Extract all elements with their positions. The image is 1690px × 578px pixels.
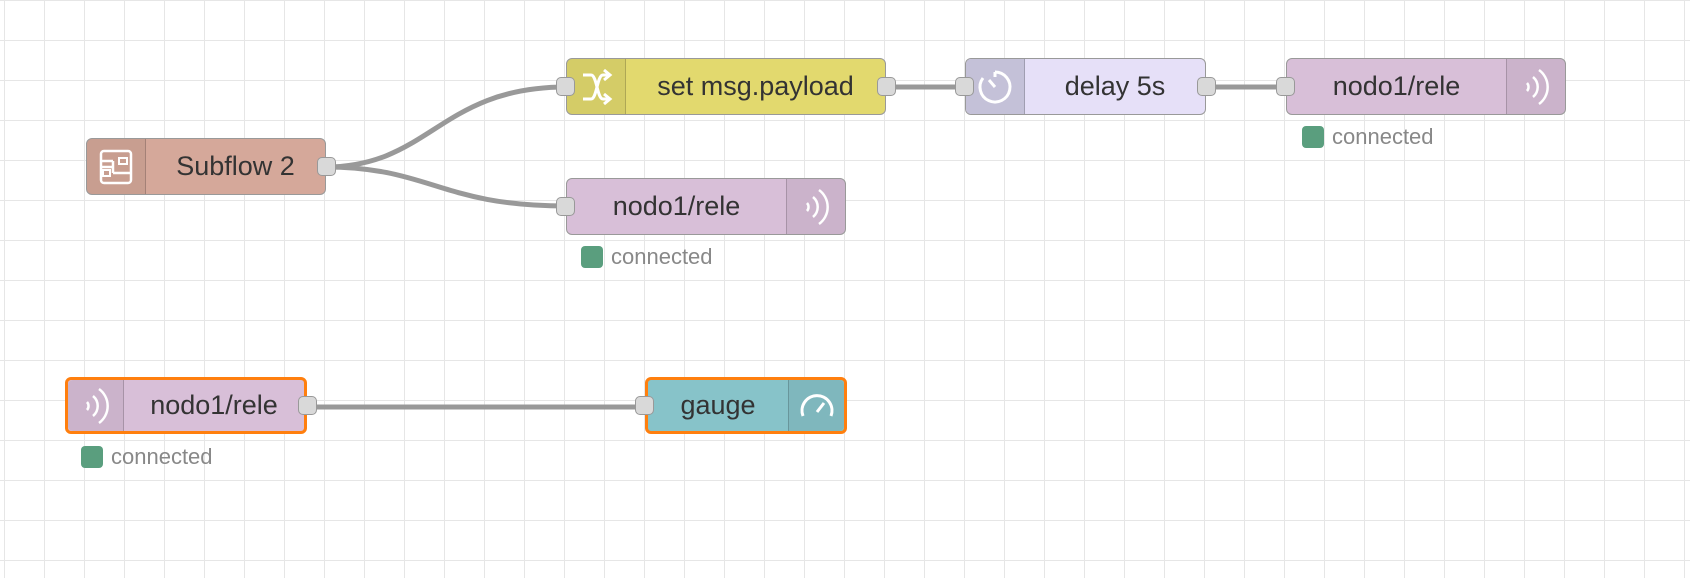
timer-icon: [966, 59, 1025, 114]
mqtt-out-node-top[interactable]: nodo1/rele: [1276, 58, 1566, 115]
mqtt-in-node-label: nodo1/rele: [150, 390, 278, 420]
delay-node-label: delay 5s: [1064, 71, 1166, 101]
delay-input-port[interactable]: [955, 76, 974, 96]
change-input-port[interactable]: [556, 76, 575, 96]
mqtt-out-mid-status-text: connected: [611, 244, 713, 269]
mqtt-out-node-mid[interactable]: nodo1/rele: [556, 178, 846, 235]
mqtt-in-output-port[interactable]: [298, 395, 317, 415]
subflow-output-port[interactable]: [317, 156, 336, 176]
wire-subflow-to-mqtt-out-mid: [324, 164, 567, 209]
mqtt-in-status: connected: [81, 444, 213, 470]
mqtt-in-status-text: connected: [111, 444, 213, 469]
change-node-label: set msg.payload: [657, 71, 854, 101]
mqtt-out-top-status-text: connected: [1332, 124, 1434, 149]
wifi-signal-icon: [1506, 59, 1565, 114]
gauge-node[interactable]: gauge: [635, 377, 847, 434]
status-connected-dot: [81, 446, 103, 468]
mqtt-out-top-status: connected: [1302, 124, 1434, 150]
subflow-node-label: Subflow 2: [176, 151, 295, 181]
wire-subflow-to-change: [324, 84, 567, 170]
subflow-icon: [87, 139, 146, 194]
status-connected-dot: [1302, 126, 1324, 148]
gauge-node-label: gauge: [680, 390, 756, 420]
mqtt-out-mid-label: nodo1/rele: [612, 191, 741, 221]
subflow-node[interactable]: Subflow 2: [86, 138, 336, 195]
wifi-signal-icon: [68, 380, 124, 431]
mqtt-out-top-input-port[interactable]: [1276, 76, 1295, 96]
change-output-port[interactable]: [877, 76, 896, 96]
wifi-signal-icon: [786, 179, 845, 234]
shuffle-icon: [567, 59, 626, 114]
change-node[interactable]: set msg.payload: [556, 58, 896, 115]
gauge-icon: [788, 380, 844, 431]
status-connected-dot: [581, 246, 603, 268]
mqtt-out-mid-status: connected: [581, 244, 713, 270]
delay-output-port[interactable]: [1197, 76, 1216, 96]
delay-node[interactable]: delay 5s: [955, 58, 1216, 115]
mqtt-in-node[interactable]: nodo1/rele: [65, 377, 317, 434]
mqtt-out-mid-input-port[interactable]: [556, 196, 575, 216]
mqtt-out-top-label: nodo1/rele: [1332, 71, 1461, 101]
gauge-input-port[interactable]: [635, 395, 654, 415]
